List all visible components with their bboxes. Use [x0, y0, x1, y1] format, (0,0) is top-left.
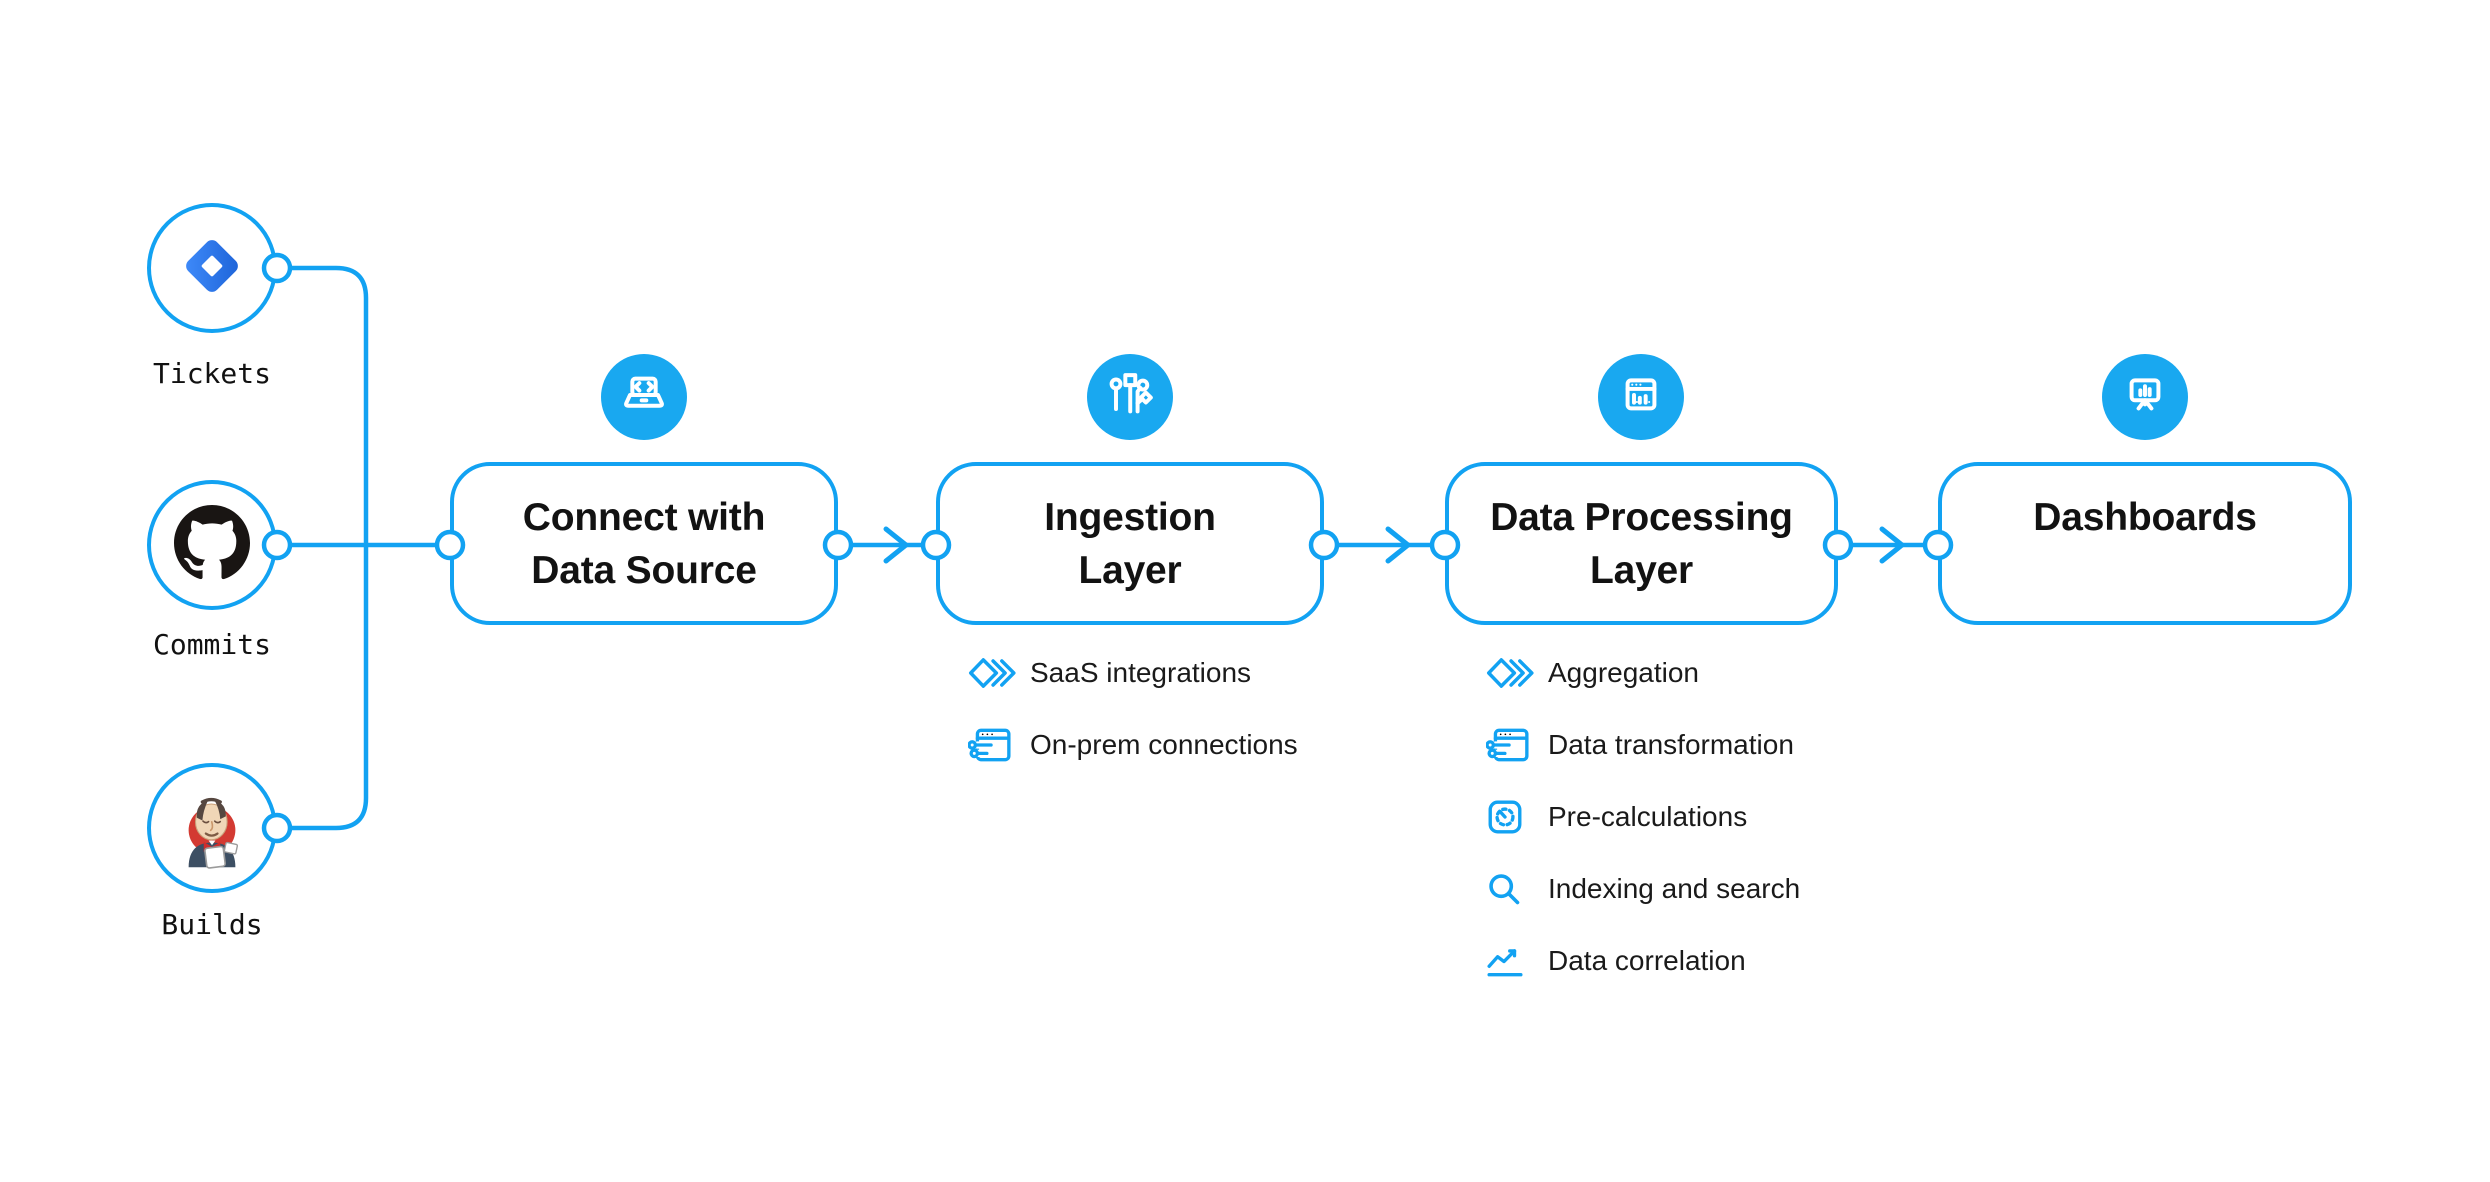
github-logo — [174, 504, 250, 586]
flow-arrow-1-head — [883, 526, 911, 564]
stage-box-processing: Data Processing Layer — [1445, 462, 1838, 625]
source-node-builds — [147, 763, 277, 893]
trend-chart-icon — [1486, 944, 1548, 978]
list-item: On-prem connections — [968, 725, 1298, 765]
source-node-commits — [147, 480, 277, 610]
list-item: Aggregation — [1486, 653, 1800, 693]
jira-logo — [176, 230, 248, 307]
stage-title-dashboards: Dashboards — [2033, 496, 2257, 539]
ingestion-feature-list: SaaS integrations On-prem connections — [968, 653, 1298, 765]
flow-arrow-2-head — [1385, 526, 1413, 564]
stage-box-dashboards: Dashboards — [1938, 462, 2352, 625]
flow-arrow-3-head — [1879, 526, 1907, 564]
processing-feature-list: Aggregation Data transformation Pre-calc… — [1486, 653, 1800, 981]
feature-label: Data correlation — [1548, 945, 1746, 976]
presentation-chart-icon — [2117, 367, 2173, 428]
stage-icon-processing — [1598, 354, 1684, 440]
feature-label: On-prem connections — [1030, 729, 1298, 760]
source-label-tickets: Tickets — [152, 357, 271, 390]
feature-label: Data transformation — [1548, 729, 1794, 760]
list-item: Indexing and search — [1486, 869, 1800, 909]
stage-icon-ingestion — [1087, 354, 1173, 440]
wire-builds — [288, 542, 369, 831]
feature-label: Aggregation — [1548, 657, 1700, 688]
stage-icon-dashboards — [2102, 354, 2188, 440]
list-item: Pre-calculations — [1486, 797, 1800, 837]
source-label-commits: Commits — [152, 628, 271, 661]
stacked-diamonds-icon — [1486, 653, 1548, 693]
feature-label: Indexing and search — [1548, 873, 1801, 904]
source-node-tickets — [147, 203, 277, 333]
jenkins-logo — [168, 782, 256, 875]
stage-icon-connect — [601, 354, 687, 440]
stacked-diamonds-icon — [968, 653, 1030, 693]
source-label-builds: Builds — [161, 908, 263, 941]
stage-title-ingestion: Ingestion Layer — [1044, 495, 1216, 592]
list-item: Data transformation — [1486, 725, 1800, 765]
window-sliders-icon — [968, 726, 1030, 764]
stage-title-connect: Connect with Data Source — [522, 495, 766, 592]
circuit-branches-icon — [1102, 367, 1158, 428]
window-sliders-icon — [1486, 726, 1548, 764]
stage-title-processing: Data Processing Layer — [1490, 495, 1793, 592]
loader-dial-icon — [1486, 798, 1548, 836]
feature-label: Pre-calculations — [1548, 801, 1748, 832]
stage-box-connect: Connect with Data Source — [450, 462, 838, 625]
list-item: Data correlation — [1486, 941, 1800, 981]
feature-label: SaaS integrations — [1030, 657, 1252, 688]
laptop-code-icon — [616, 367, 672, 428]
list-item: SaaS integrations — [968, 653, 1298, 693]
search-icon — [1486, 871, 1548, 907]
wire-tickets — [288, 265, 369, 548]
stage-box-ingestion: Ingestion Layer — [936, 462, 1324, 625]
window-chart-icon — [1613, 367, 1669, 428]
